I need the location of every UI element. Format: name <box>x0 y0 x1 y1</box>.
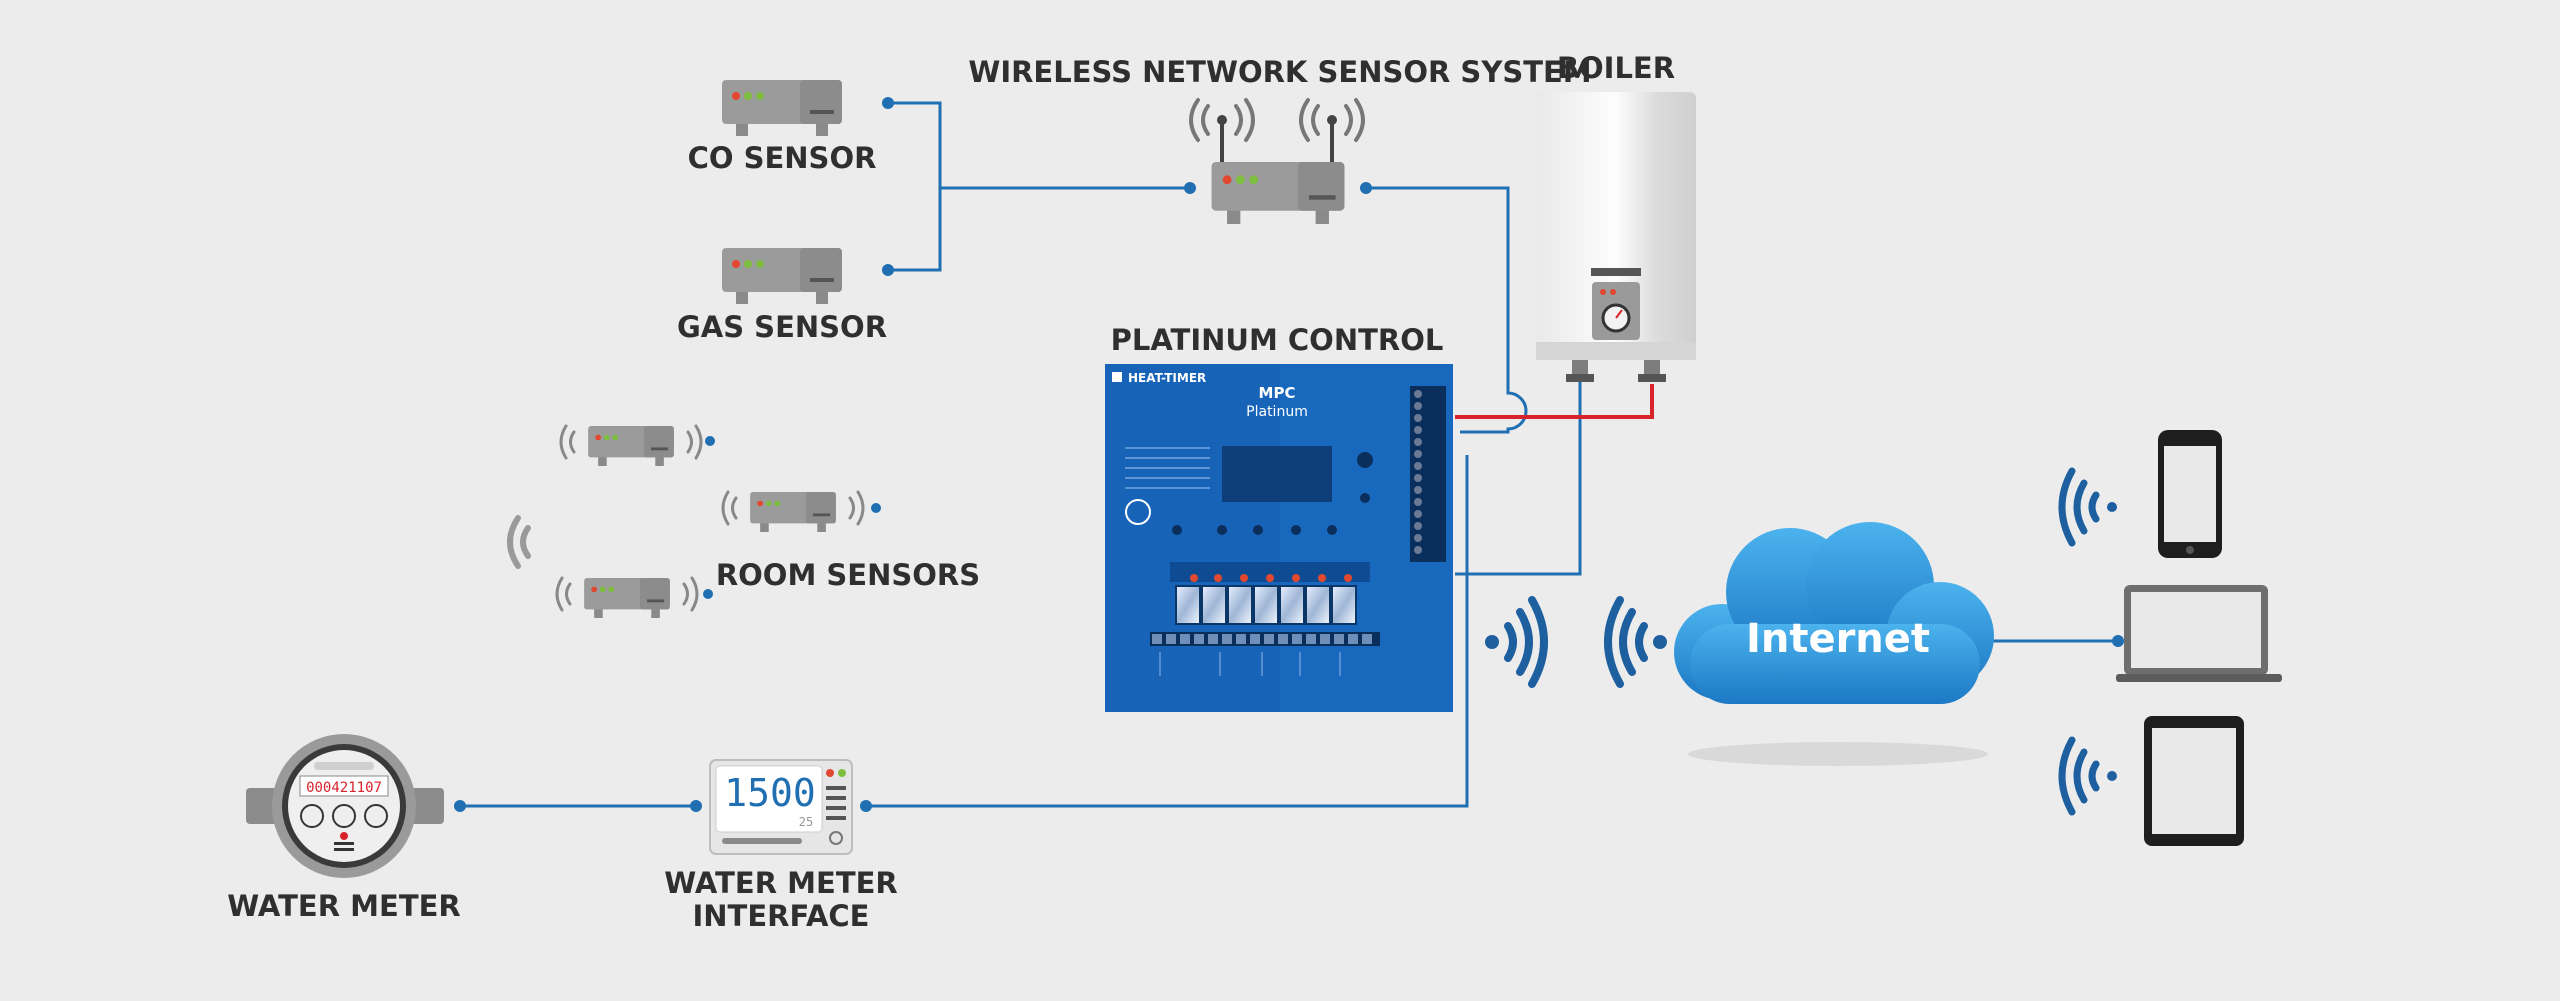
connector-lines <box>460 101 2118 808</box>
tablet-wifi-icon <box>2058 736 2117 816</box>
panel-brand: HEAT-TIMER <box>1128 371 1206 385</box>
interface-label-line1: WATER METER <box>664 866 898 900</box>
internet-cloud-icon <box>1674 522 1994 704</box>
interface-display-value: 1500 <box>724 771 816 815</box>
wireless-system-label: WIRELESS NETWORK SENSOR SYSTEM <box>968 55 1591 89</box>
water-meter-label: WATER METER <box>227 889 461 923</box>
water-meter-interface-device: 1500 25 <box>709 759 853 855</box>
room-sensors-label: ROOM SENSORS <box>716 558 980 592</box>
panel-model: MPC <box>1259 384 1296 402</box>
panel-edition: Platinum <box>1246 404 1308 420</box>
co-sensor-link <box>888 101 942 188</box>
interface-display-sub: 25 <box>799 815 813 829</box>
room-sensor-wifi-icon <box>507 515 531 569</box>
co-sensor-device <box>722 80 842 136</box>
laptop-icon <box>2116 585 2282 682</box>
panel-to-interface-link <box>866 455 1469 808</box>
platinum-control-label: PLATINUM CONTROL <box>1111 323 1444 357</box>
gas-sensor-device <box>722 248 842 304</box>
platinum-control-panel: HEAT-TIMER MPC Platinum <box>1105 364 1453 712</box>
internet-label: Internet <box>1746 616 1930 662</box>
co-sensor-label: CO SENSOR <box>688 141 877 175</box>
connector-dots <box>454 97 2124 812</box>
interface-label-line2: INTERFACE <box>692 899 869 933</box>
phone-wifi-icon <box>2058 467 2117 547</box>
tablet-icon <box>2144 716 2244 846</box>
room-sensor-2 <box>721 490 865 532</box>
boiler-device <box>1536 92 1696 382</box>
boiler-to-panel-link <box>1455 380 1582 576</box>
room-sensor-3 <box>555 576 699 618</box>
cloud-shadow <box>1688 742 1988 766</box>
room-sensor-1 <box>559 424 703 466</box>
gas-sensor-label: GAS SENSOR <box>677 310 887 344</box>
water-meter-reading: 000421107 <box>306 780 382 796</box>
room-sensors-group <box>507 424 865 618</box>
smartphone-icon <box>2158 430 2222 558</box>
water-meter-device: 000421107 <box>246 734 444 878</box>
boiler-label: BOILER <box>1557 51 1675 85</box>
wireless-to-panel-link <box>1366 186 1528 434</box>
wireless-router-device <box>1189 98 1365 224</box>
gas-sensor-link <box>888 188 942 272</box>
wifi-signal-icon <box>1485 596 1667 688</box>
power-line <box>1455 384 1654 419</box>
